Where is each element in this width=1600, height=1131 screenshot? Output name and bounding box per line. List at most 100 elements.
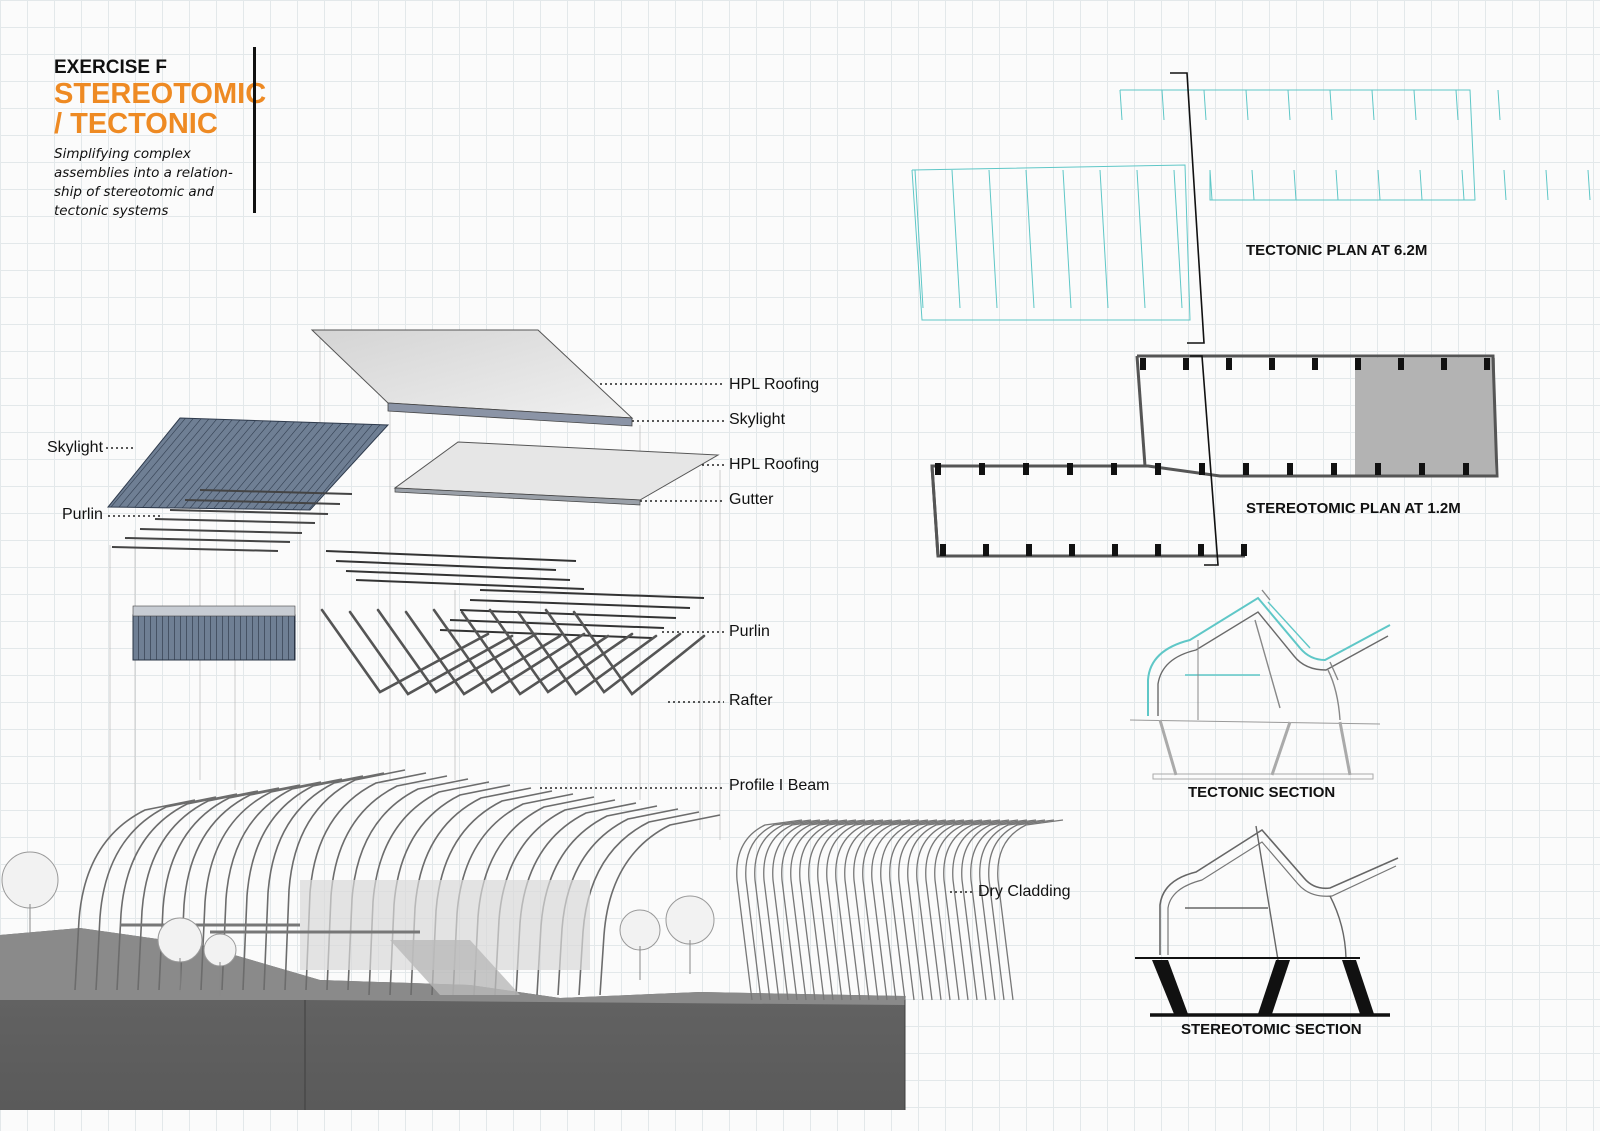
cladding-fin: [970, 819, 1037, 1001]
ground-block: [0, 928, 906, 1110]
hpl-roofing-top-panel: [310, 329, 634, 427]
tectonic-plan-beam: [1251, 169, 1255, 201]
stereotomic-plan-column: [1023, 463, 1029, 475]
cladding-fin: [790, 819, 857, 1001]
label-skylight-left: Skylight: [47, 439, 104, 456]
tectonic-plan-drawing: [911, 89, 1591, 321]
cladding-fin: [898, 819, 965, 1001]
stereotomic-plan-column: [1198, 544, 1204, 556]
tree-canopy: [1, 851, 59, 909]
rafter-set: [320, 608, 706, 696]
stereotomic-section-drawing: [1135, 825, 1399, 1017]
i-beam-rib: [200, 781, 322, 991]
i-beam-rib: [158, 787, 280, 991]
hpl-roofing-mid-panel: [393, 441, 720, 506]
cladding-fin: [754, 819, 821, 1001]
label-skylight-right: Skylight: [729, 411, 786, 428]
stereotomic-plan-column: [1111, 463, 1117, 475]
cladding-fin: [907, 819, 974, 1001]
i-beam-rib: [179, 784, 301, 991]
tectonic-plan-wing-b: [1120, 89, 1476, 201]
tectonic-plan-beam: [1099, 169, 1109, 309]
rafter: [320, 608, 490, 694]
cladding-fin: [736, 819, 803, 1001]
stereotomic-plan-column: [1067, 463, 1073, 475]
i-beam-rib: [263, 772, 385, 991]
caption-stereotomic-section: STEREOTOMIC SECTION: [1181, 1021, 1362, 1038]
caption-tectonic-section: TECTONIC SECTION: [1188, 784, 1336, 801]
i-beam-rib: [74, 799, 196, 991]
label-profile-i-beam: Profile I Beam: [729, 777, 830, 794]
cladding-fin: [988, 819, 1055, 1001]
stereotomic-plan-column: [1287, 463, 1293, 475]
stereotomic-plan-column: [935, 463, 941, 475]
stereotomic-plan-column: [940, 544, 946, 556]
trees: [1, 851, 715, 996]
i-beam-rib: [137, 790, 259, 991]
cladding-fin: [997, 819, 1064, 1001]
cladding-fin: [871, 819, 938, 1001]
stereotomic-plan-column: [983, 544, 989, 556]
skylight-left-panel: [106, 417, 390, 511]
cladding-fin: [889, 819, 956, 1001]
stereotomic-plan-column: [1463, 463, 1469, 475]
tectonic-plan-beam: [988, 169, 998, 309]
cladding-fin: [943, 819, 1010, 1001]
tectonic-plan-beam: [1371, 89, 1375, 121]
stereotomic-plan-column: [1112, 544, 1118, 556]
label-purlin-right: Purlin: [729, 623, 770, 640]
rafter: [404, 610, 562, 696]
tectonic-plan-beam: [1245, 89, 1249, 121]
tectonic-plan-beam: [1161, 89, 1165, 121]
stereotomic-plan-column: [1155, 463, 1161, 475]
stereotomic-plan-column: [979, 463, 985, 475]
i-beam-rib: [599, 814, 721, 996]
tectonic-plan-beam: [1173, 169, 1183, 309]
tectonic-section-drawing: [1129, 589, 1391, 780]
tectonic-plan-beam: [1497, 89, 1501, 121]
i-beam-rib: [284, 769, 406, 991]
tectonic-plan-beam: [1413, 89, 1417, 121]
stereotomic-plan-column: [1069, 544, 1075, 556]
caption-stereotomic-plan: STEREOTOMIC PLAN AT 1.2M: [1246, 500, 1461, 517]
rafter: [432, 608, 586, 694]
dry-cladding-block: [736, 819, 1064, 1001]
tectonic-plan-beam: [1025, 169, 1035, 309]
tectonic-plan-wing-a: [911, 164, 1191, 321]
leader-lines: [106, 383, 973, 893]
title-line-2: / TECTONIC: [54, 108, 218, 140]
skylight-vertical-cap: [132, 605, 296, 617]
label-hpl-roofing-mid: HPL Roofing: [729, 456, 820, 473]
tectonic-plan-beam: [1329, 89, 1333, 121]
stereotomic-plan-column: [1398, 358, 1404, 370]
rafter: [544, 608, 682, 694]
tree-canopy: [203, 933, 237, 967]
i-beam-rib: [95, 796, 217, 991]
purlin-left-set: [111, 489, 353, 552]
stereotomic-plan-column: [1183, 358, 1189, 370]
tectonic-plan-beam: [1587, 169, 1591, 201]
i-beam-rib: [221, 778, 343, 991]
label-rafter: Rafter: [729, 692, 773, 709]
cladding-fin: [880, 819, 947, 1001]
tectonic-plan-beam: [1203, 89, 1207, 121]
building-interior: [120, 880, 590, 995]
cladding-fin: [763, 819, 830, 1001]
stereotomic-plan-column: [1243, 463, 1249, 475]
cladding-fin: [772, 819, 839, 1001]
tectonic-plan-beam: [1293, 169, 1297, 201]
i-beam-rib: [242, 775, 364, 991]
skylight-vertical-block: [132, 614, 296, 661]
tectonic-plan-beam: [1119, 89, 1123, 121]
label-dry-cladding: Dry Cladding: [978, 883, 1071, 900]
stereotomic-plan-wall: [930, 465, 940, 557]
label-purlin-left: Purlin: [62, 506, 103, 523]
cladding-fin: [952, 819, 1019, 1001]
rafter: [348, 610, 514, 696]
stereotomic-plan-column: [1241, 544, 1247, 556]
tectonic-plan-beam: [1287, 89, 1291, 121]
tree-canopy: [619, 909, 661, 951]
stereotomic-plan-column: [1484, 358, 1490, 370]
cladding-fin: [745, 819, 812, 1001]
exercise-label: EXERCISE F: [54, 57, 167, 78]
